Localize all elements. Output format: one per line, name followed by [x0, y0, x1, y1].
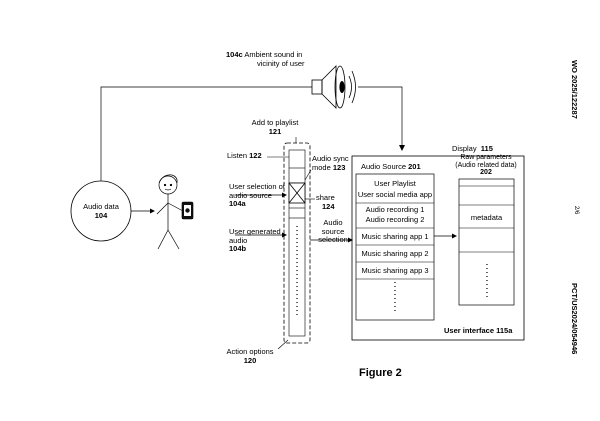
audio-sync-label: Audio sync mode 123: [312, 154, 349, 172]
display-label: Display 115: [452, 144, 493, 153]
share-label: share 124: [316, 193, 335, 211]
ambient-arrowhead: [399, 145, 405, 151]
audio-source-header: Audio Source 201: [361, 162, 421, 171]
source-item: Audio recording 2: [365, 215, 425, 224]
figure-label: Figure 2: [359, 367, 402, 379]
source-item: User social media app: [357, 190, 433, 199]
ambient-label-line2: vicinity of user: [257, 59, 305, 68]
source-item: Music sharing app 3: [361, 266, 429, 275]
raw-parameters-header: Raw parameters (Audio related data) 202: [455, 154, 517, 176]
source-item: Music sharing app 1: [361, 232, 429, 241]
sheet-number: 2/6: [573, 206, 579, 215]
user-figure-icon: [156, 174, 184, 250]
ambient-label: 104c Ambient sound in: [226, 50, 303, 59]
source-item: Music sharing app 2: [361, 249, 429, 258]
audio-source-selection-label: Audio source selection: [318, 218, 348, 244]
display-box: [351, 155, 525, 341]
ambient-line-left: [100, 86, 312, 181]
user-generated-label: User generated audio 104b: [229, 227, 281, 253]
add-to-playlist-label: Add to playlist 121: [251, 118, 299, 136]
metadata-label: metadata: [470, 213, 503, 222]
speaker-icon: [311, 65, 356, 109]
raw-parameters-list: [458, 178, 515, 306]
audio-data-label: Audio data 104: [83, 202, 119, 220]
application-number: PCT/US2024/054946: [570, 283, 579, 355]
action-options-dashed-box: [283, 142, 311, 344]
listen-label: Listen 122: [227, 151, 262, 160]
phone-icon: [181, 201, 194, 220]
user-selection-label: User selection of audio source 104a: [229, 182, 285, 208]
action-options-label: Action options 120: [226, 347, 274, 365]
ambient-line-right: [358, 86, 403, 145]
audio-source-list: [355, 173, 435, 321]
publication-number: WO 2025/122287: [570, 60, 579, 119]
source-item: Audio recording 1: [365, 205, 425, 214]
user-interface-label: User interface 115a: [444, 326, 513, 335]
source-item: User Playlist: [374, 179, 416, 188]
